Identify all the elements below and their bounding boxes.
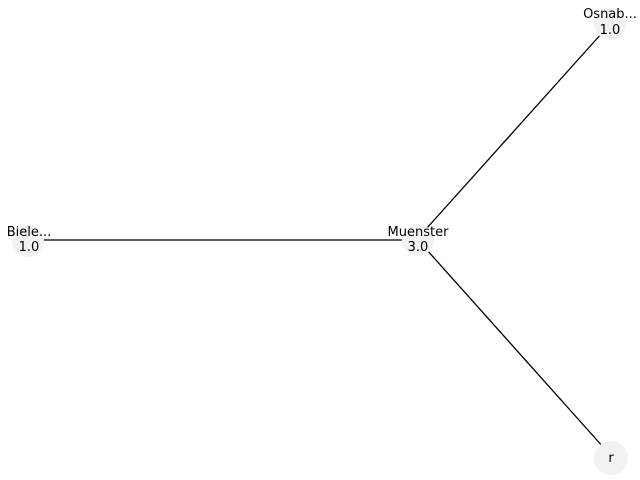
- node-r[interactable]: r: [594, 441, 628, 475]
- node-muenster-value: 3.0: [408, 240, 429, 255]
- node-osnab[interactable]: Osnab... 1.0: [583, 7, 637, 40]
- node-biele-value: 1.0: [19, 240, 40, 255]
- node-r-name: r: [608, 451, 614, 466]
- edge-muenster-osnab: [417, 32, 603, 239]
- node-osnab-circle[interactable]: [594, 8, 626, 40]
- node-r-circle[interactable]: [594, 441, 628, 475]
- node-osnab-value: 1.0: [600, 23, 621, 38]
- node-muenster-name: Muenster: [388, 225, 450, 240]
- node-biele-name: Biele...: [7, 225, 52, 240]
- edge-muenster-r: [417, 239, 605, 449]
- node-muenster[interactable]: Muenster 3.0: [388, 224, 450, 256]
- nodes-group: Muenster 3.0 Osnab... 1.0 Biele... 1.0 r: [7, 7, 637, 475]
- node-muenster-circle[interactable]: [402, 224, 434, 256]
- edges-group: [28, 32, 605, 449]
- node-biele[interactable]: Biele... 1.0: [7, 225, 52, 257]
- node-osnab-name: Osnab...: [583, 7, 637, 22]
- node-biele-circle[interactable]: [12, 225, 44, 257]
